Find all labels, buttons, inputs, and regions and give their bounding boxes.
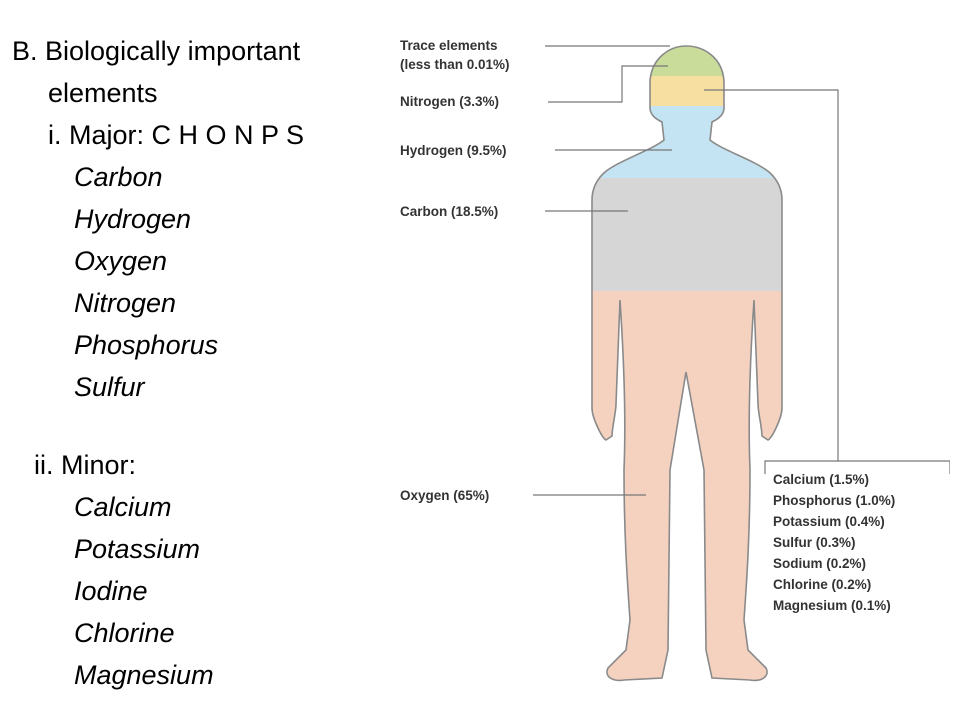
- major-item-nitrogen: Nitrogen: [74, 288, 177, 318]
- heading-b: B. Biologically important: [12, 36, 301, 66]
- minor-sodium: Sodium (0.2%): [773, 556, 866, 571]
- body-composition-figure: Trace elements (less than 0.01%) Nitroge…: [390, 24, 950, 714]
- leader-minor: [704, 89, 839, 461]
- minor-potassium: Potassium (0.4%): [773, 514, 885, 529]
- major-item-phosphorus: Phosphorus: [74, 330, 219, 360]
- label-trace-1: Trace elements: [400, 38, 498, 53]
- minor-item-potassium: Potassium: [74, 534, 201, 564]
- leader-lines: [533, 45, 950, 496]
- minor-item-magnesium: Magnesium: [74, 660, 214, 690]
- minor-sulfur: Sulfur (0.3%): [773, 535, 856, 550]
- major-item-sulfur: Sulfur: [74, 372, 145, 402]
- label-hydrogen: Hydrogen (9.5%): [400, 143, 507, 158]
- minor-item-iodine: Iodine: [74, 576, 148, 606]
- minor-chlorine: Chlorine (0.2%): [773, 577, 871, 592]
- body-figure-svg: Trace elements (less than 0.01%) Nitroge…: [400, 38, 950, 682]
- major-item-carbon: Carbon: [74, 162, 163, 192]
- minor-bracket: [764, 460, 950, 474]
- minor-phosphorus: Phosphorus (1.0%): [773, 493, 895, 508]
- minor-magnesium: Magnesium (0.1%): [773, 598, 891, 613]
- major-heading: i. Major: C H O N P S: [48, 120, 305, 150]
- minor-item-calcium: Calcium: [74, 492, 172, 522]
- leader-nitrogen: [548, 65, 668, 103]
- body-outline: [591, 45, 783, 682]
- label-carbon: Carbon (18.5%): [400, 204, 498, 219]
- label-nitrogen: Nitrogen (3.3%): [400, 94, 499, 109]
- oxygen-band: [592, 291, 782, 681]
- minor-calcium: Calcium (1.5%): [773, 472, 869, 487]
- heading-b-continued: elements: [48, 78, 158, 108]
- label-trace-2: (less than 0.01%): [400, 57, 510, 72]
- major-item-oxygen: Oxygen: [74, 246, 168, 276]
- major-item-hydrogen: Hydrogen: [74, 204, 192, 234]
- carbon-band: [592, 178, 782, 291]
- label-oxygen: Oxygen (65%): [400, 488, 489, 503]
- minor-heading: ii. Minor:: [34, 450, 137, 480]
- minor-item-chlorine: Chlorine: [74, 618, 175, 648]
- body-color-bands: [592, 46, 782, 681]
